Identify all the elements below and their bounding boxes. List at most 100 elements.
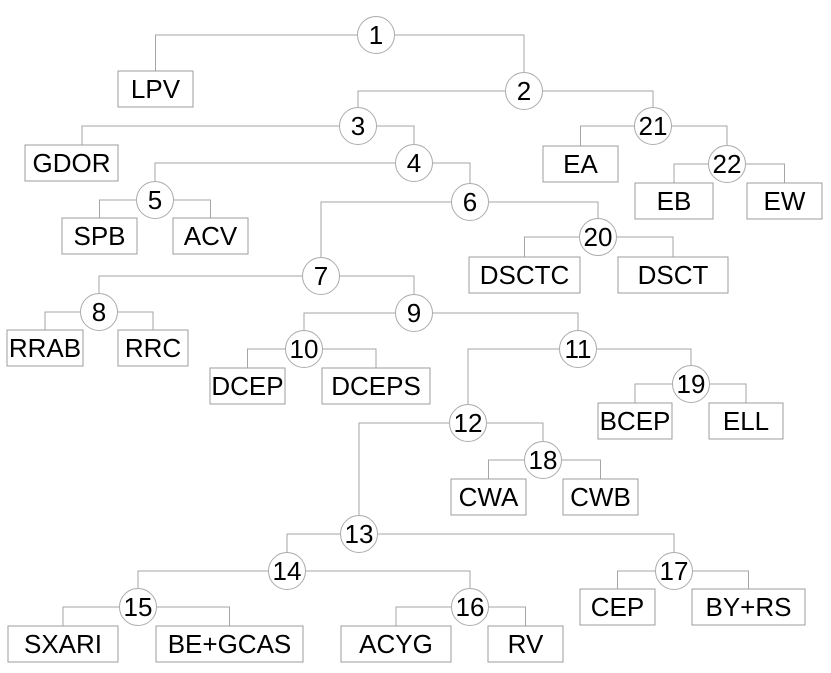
leaf-box-dsct	[617, 256, 729, 294]
leaf-node-ell: ELL	[708, 402, 784, 440]
tree-node-circle-14	[268, 552, 306, 590]
tree-node-circle-7	[302, 257, 340, 295]
leaf-label-be-gcas: BE+GCAS	[168, 629, 292, 659]
tree-node-9: 9	[395, 294, 433, 332]
tree-node-circle-6	[451, 183, 489, 221]
tree-edge-15-sxari	[62, 606, 138, 626]
leaf-node-rrab: RRAB	[6, 329, 84, 367]
tree-node-label-7: 7	[314, 261, 328, 291]
leaf-node-lpv: LPV	[117, 70, 194, 108]
tree-node-6: 6	[451, 183, 489, 221]
tree-node-13: 13	[340, 515, 378, 553]
leaf-label-dceps: DCEPS	[331, 371, 421, 401]
leaf-box-dcep	[209, 367, 286, 405]
leaf-label-dcep: DCEP	[211, 371, 283, 401]
leaf-node-eb: EB	[634, 182, 714, 220]
tree-edge-11-12	[467, 348, 578, 405]
tree-node-circle-1	[357, 16, 395, 54]
leaf-box-acv	[172, 217, 249, 255]
tree-node-label-8: 8	[92, 297, 106, 327]
leaf-label-spb: SPB	[73, 221, 125, 251]
tree-node-label-13: 13	[345, 519, 374, 549]
tree-node-label-11: 11	[565, 334, 592, 364]
tree-edge-13-14	[286, 533, 359, 553]
tree-node-label-2: 2	[517, 76, 531, 106]
tree-node-label-6: 6	[463, 187, 477, 217]
tree-node-circle-10	[285, 330, 323, 368]
tree-edge-7-8	[98, 275, 321, 294]
tree-node-label-22: 22	[713, 149, 742, 179]
leaf-label-acyg: ACYG	[359, 629, 433, 659]
tree-node-label-9: 9	[407, 298, 421, 328]
tree-edge-6-20	[470, 201, 599, 219]
tree-node-label-17: 17	[660, 556, 689, 586]
tree-node-label-10: 10	[290, 334, 319, 364]
leaf-node-ew: EW	[746, 182, 823, 220]
tree-node-label-14: 14	[273, 556, 302, 586]
leaf-box-cwa	[450, 478, 527, 516]
leaf-label-rv: RV	[508, 629, 544, 659]
tree-node-label-18: 18	[529, 445, 558, 475]
tree-edge-12-13	[358, 422, 468, 516]
tree-node-3: 3	[339, 107, 377, 145]
leaf-box-spb	[61, 217, 138, 255]
leaf-label-gdor: GDOR	[33, 148, 111, 178]
leaf-label-acv: ACV	[184, 221, 238, 251]
tree-node-label-1: 1	[369, 20, 383, 50]
tree-node-18: 18	[524, 441, 562, 479]
tree-node-8: 8	[80, 293, 118, 331]
tree-node-circle-20	[579, 218, 617, 256]
leaf-box-ew	[746, 182, 823, 220]
leaf-box-rrab	[6, 329, 84, 367]
leaf-label-rrc: RRC	[125, 333, 181, 363]
leaf-node-be-gcas: BE+GCAS	[155, 625, 304, 663]
tree-edge-6-7	[320, 201, 470, 258]
tree-edge-1-lpv	[155, 34, 376, 71]
tree-edge-12-18	[468, 422, 544, 442]
tree-node-circle-11	[559, 330, 597, 368]
leaf-box-be-gcas	[155, 625, 304, 663]
tree-node-label-21: 21	[639, 111, 668, 141]
tree-node-1: 1	[357, 16, 395, 54]
tree-edge-9-10	[303, 312, 414, 331]
tree-edge-18-cwb	[543, 459, 601, 479]
tree-edge-20-dsctc	[524, 236, 598, 257]
leaf-node-bcep: BCEP	[597, 402, 673, 440]
tree-node-label-19: 19	[677, 369, 706, 399]
tree-edge-21-ea	[580, 125, 653, 146]
tree-node-11: 11	[559, 330, 597, 368]
tree-node-5: 5	[136, 181, 174, 219]
leaf-label-dsctc: DSCTC	[480, 260, 570, 290]
tree-node-label-16: 16	[456, 592, 485, 622]
leaf-box-dceps	[321, 367, 431, 405]
leaf-label-cwa: CWA	[459, 482, 519, 512]
tree-node-circle-15	[119, 588, 157, 626]
leaf-node-spb: SPB	[61, 217, 138, 255]
tree-edge-2-3	[357, 90, 524, 108]
tree-node-label-20: 20	[584, 222, 613, 252]
tree-node-label-3: 3	[351, 111, 365, 141]
tree-node-label-5: 5	[148, 185, 162, 215]
leaf-node-sxari: SXARI	[7, 625, 119, 663]
tree-node-circle-16	[451, 588, 489, 626]
leaf-label-cwb: CWB	[570, 482, 631, 512]
leaf-box-sxari	[7, 625, 119, 663]
leaf-box-cep	[579, 588, 656, 626]
tree-node-circle-12	[449, 404, 487, 442]
tree-node-label-4: 4	[407, 148, 421, 178]
leaf-box-bcep	[597, 402, 673, 440]
tree-edge-3-gdor	[81, 125, 358, 145]
leaf-label-sxari: SXARI	[24, 629, 102, 659]
tree-node-2: 2	[505, 72, 543, 110]
tree-node-circle-22	[708, 145, 746, 183]
tree-edge-14-16	[287, 570, 471, 589]
tree-node-circle-2	[505, 72, 543, 110]
tree-edge-7-9	[321, 275, 415, 295]
tree-node-10: 10	[285, 330, 323, 368]
tree-node-circle-21	[634, 107, 672, 145]
tree-node-22: 22	[708, 145, 746, 183]
leaf-label-by-rs: BY+RS	[706, 592, 792, 622]
leaf-node-dsct: DSCT	[617, 256, 729, 294]
leaf-label-ell: ELL	[723, 406, 769, 436]
